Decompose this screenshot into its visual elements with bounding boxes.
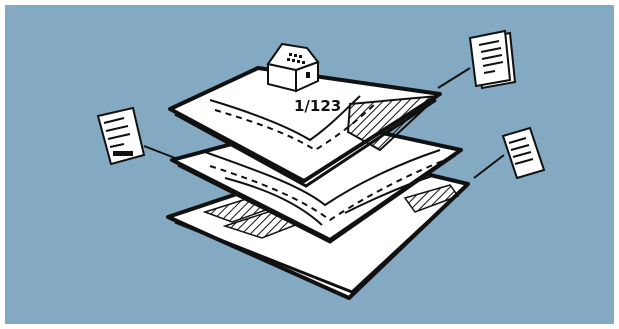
parcel-number-label: 1/123 [294, 97, 341, 115]
document-icon [98, 108, 175, 164]
house-icon [268, 44, 318, 91]
document-icon [474, 128, 544, 178]
document-icon [438, 31, 515, 88]
